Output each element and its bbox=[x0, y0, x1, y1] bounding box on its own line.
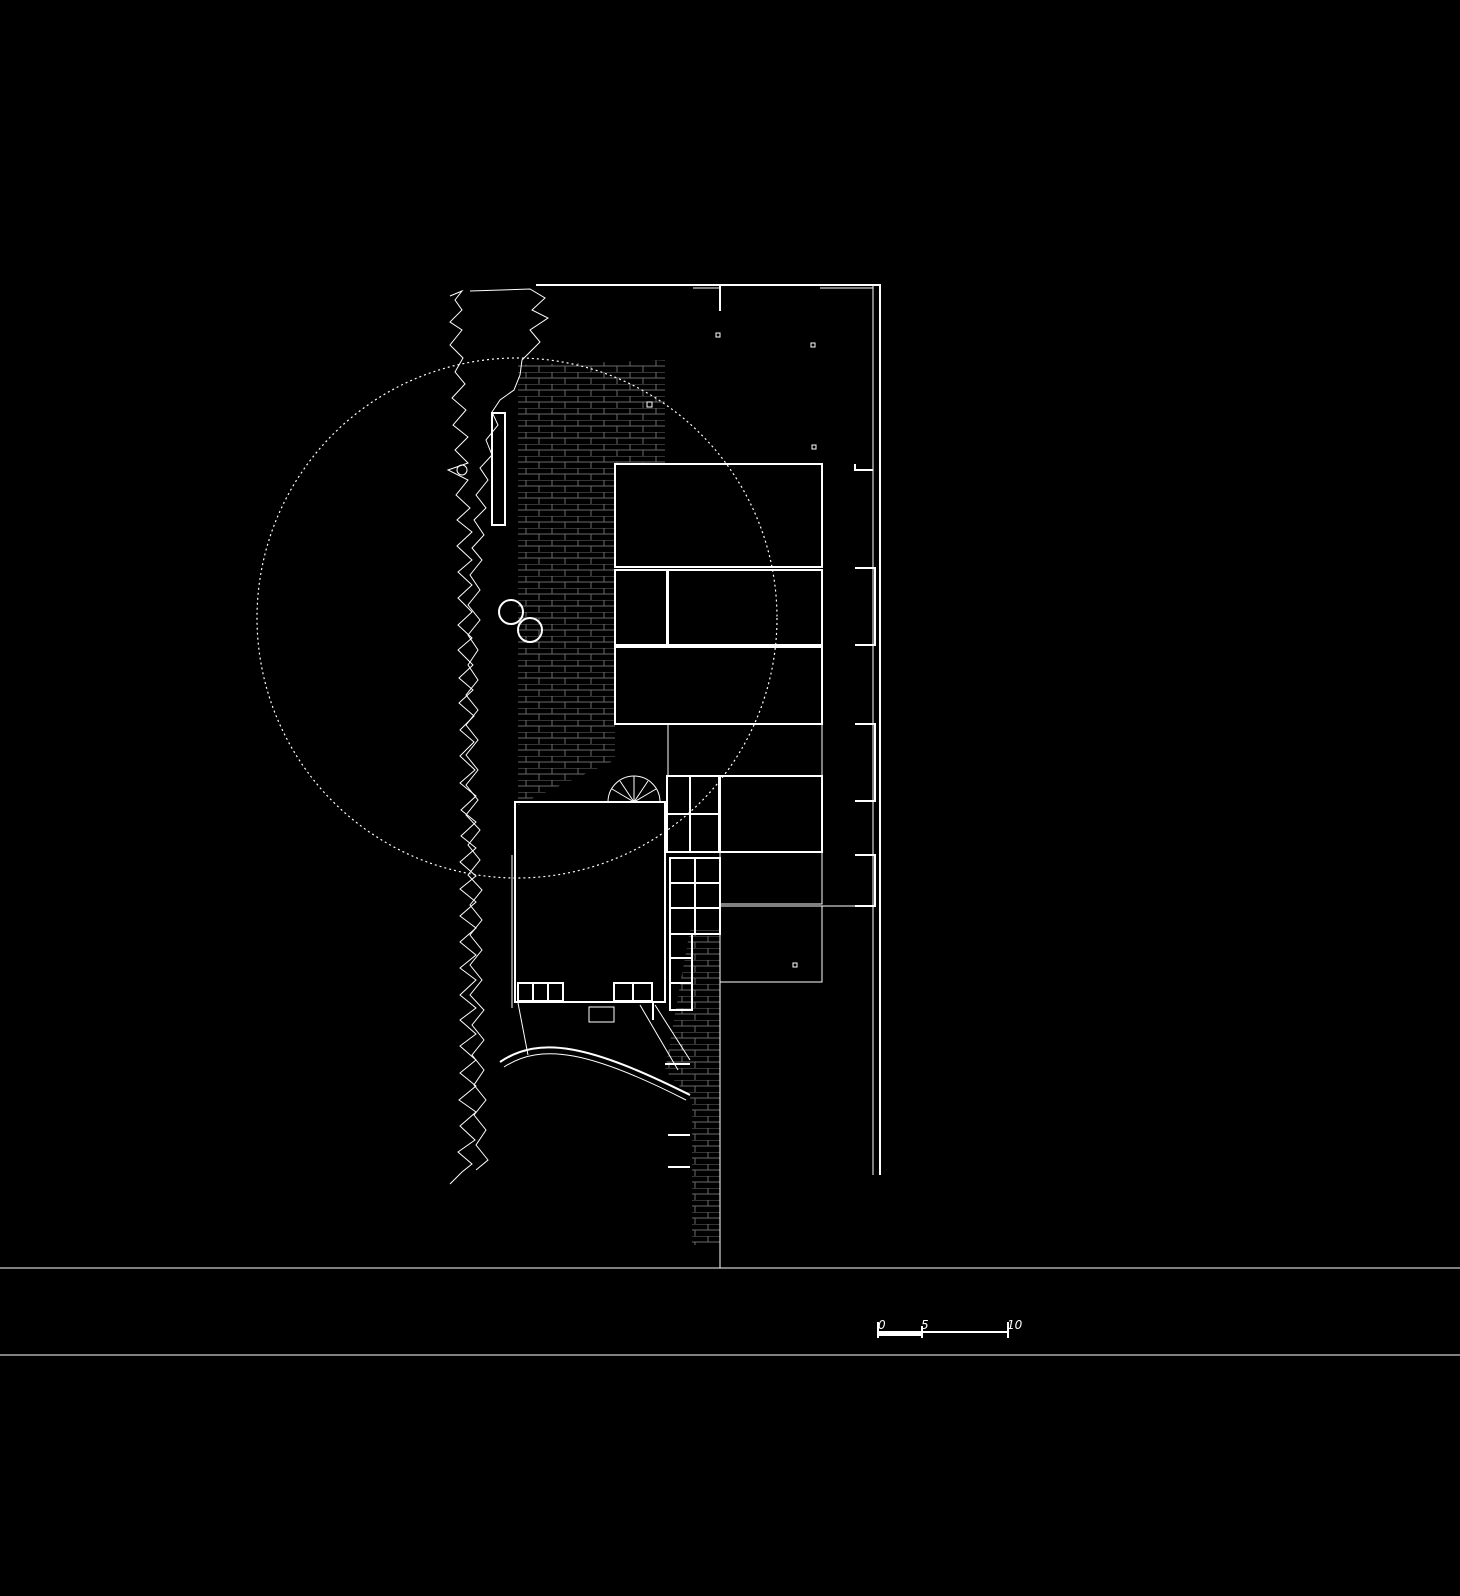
hedge-outer bbox=[446, 289, 477, 1185]
shrub-1 bbox=[498, 599, 524, 625]
brick-paving bbox=[518, 360, 720, 1245]
hedge-inner bbox=[465, 288, 549, 1171]
scale-bar: 0 5 10 bbox=[877, 1318, 1023, 1338]
lower-pavilion bbox=[511, 801, 666, 1056]
wall-ticks bbox=[665, 982, 721, 1268]
building-outline bbox=[536, 284, 881, 1175]
shrub-2 bbox=[517, 617, 543, 643]
scale-label-0: 0 bbox=[878, 1318, 886, 1332]
shrub-3 bbox=[456, 464, 468, 476]
spiral-stair bbox=[607, 775, 661, 803]
room-blocks bbox=[614, 463, 873, 983]
scale-label-10: 10 bbox=[1007, 1318, 1023, 1332]
tree-canopy bbox=[256, 357, 778, 879]
garden-bench bbox=[491, 412, 506, 526]
scale-label-5: 5 bbox=[921, 1318, 929, 1332]
stair-grid bbox=[666, 775, 721, 1011]
columns bbox=[646, 332, 817, 968]
curved-canopy bbox=[499, 1004, 691, 1101]
